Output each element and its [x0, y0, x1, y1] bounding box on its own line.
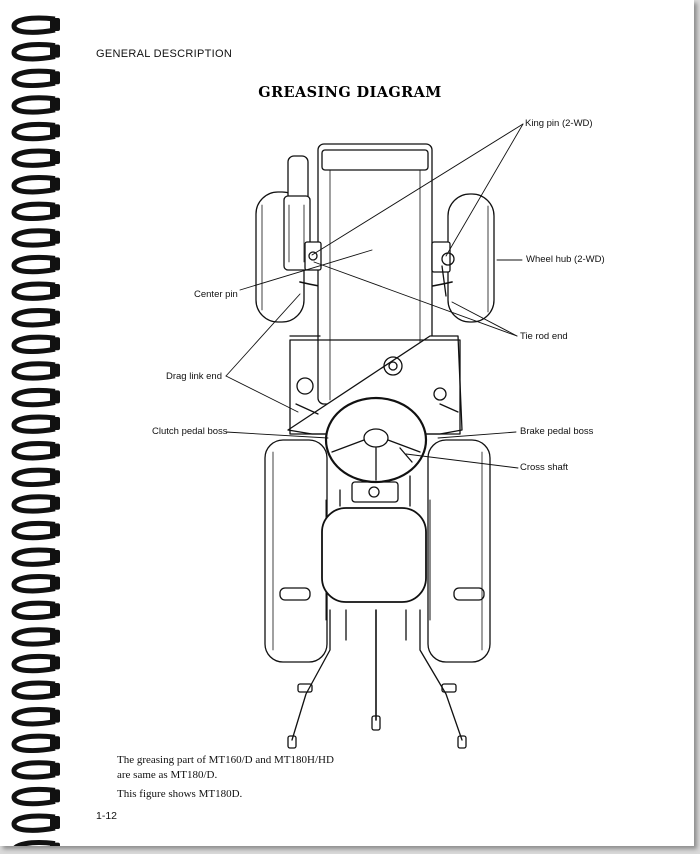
binding-loop [11, 467, 60, 488]
hood [317, 143, 433, 405]
section-header: GENERAL DESCRIPTION [96, 48, 233, 60]
binding-loop [11, 547, 60, 567]
front-right-tire [447, 193, 495, 323]
binding-loop [13, 840, 60, 846]
note-line-3: This figure shows MT180D. [117, 788, 243, 800]
callout-clutch-pedal-boss: Clutch pedal boss [152, 426, 228, 437]
engine-body [287, 335, 463, 435]
callout-wheel-hub: Wheel hub (2-WD) [526, 254, 605, 265]
binding-loop [11, 414, 60, 434]
binding-loop [11, 175, 60, 195]
binding-loop [11, 494, 60, 514]
callout-center-pin: Center pin [194, 289, 238, 300]
exhaust-stack [283, 155, 311, 271]
callout-drag-link-end: Drag link end [166, 371, 222, 382]
binding-loop [11, 627, 60, 647]
rear-left-tire [264, 439, 328, 663]
binding-loop [11, 813, 60, 833]
binding-loop [11, 42, 60, 62]
binding-loop [11, 680, 60, 700]
binding-loop [11, 334, 60, 355]
binding-loop [11, 281, 60, 301]
binding-loop [11, 201, 60, 222]
binding-loop [11, 121, 60, 142]
binding-loop [11, 254, 60, 275]
binding-loop [11, 387, 60, 408]
spiral-binding [11, 15, 60, 846]
transmission [339, 447, 413, 507]
binding-loop [11, 361, 60, 381]
callout-brake-pedal-boss: Brake pedal boss [520, 426, 594, 437]
steering-wheel [324, 396, 428, 484]
three-point-hitch [287, 609, 467, 749]
binding-loop [11, 574, 60, 594]
seat [321, 507, 427, 603]
binding-loop [11, 308, 60, 328]
binding-loop [11, 653, 60, 674]
binding-loop [11, 15, 60, 35]
binding-loop [11, 441, 60, 461]
callout-king-pin: King pin (2-WD) [525, 118, 593, 129]
binding-loop [11, 707, 60, 727]
binding-loop [11, 95, 60, 115]
leader-lines [225, 123, 524, 469]
binding-loop [11, 733, 60, 754]
binding-loop [11, 520, 60, 541]
binding-loop [11, 786, 60, 807]
callout-tie-rod-end: Tie rod end [520, 331, 568, 342]
binding-loop [11, 68, 60, 89]
binding-loop [11, 600, 60, 621]
rear-right-tire [427, 439, 491, 663]
callout-cross-shaft: Cross shaft [520, 462, 569, 473]
binding-loop [11, 228, 60, 248]
diagram-title: GREASING DIAGRAM [258, 84, 442, 101]
page-number: 1-12 [96, 810, 118, 822]
note-line-1: The greasing part of MT160/D and MT180H/… [117, 754, 334, 766]
note-line-2: are same as MT180/D. [117, 769, 218, 781]
binding-loop [11, 148, 60, 168]
binding-loop [11, 760, 60, 780]
